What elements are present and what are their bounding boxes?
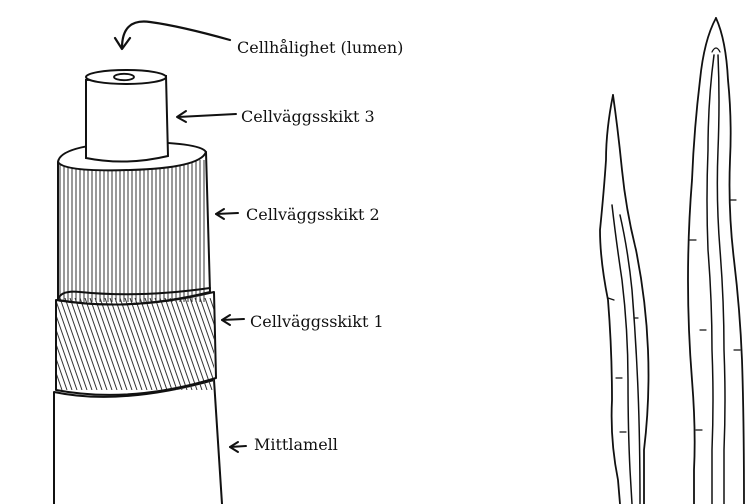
lumen-arrow bbox=[115, 22, 230, 49]
cell-wall-cylinder bbox=[20, 70, 272, 504]
layer-3-arrow bbox=[177, 111, 236, 122]
layer-1-arrow bbox=[222, 315, 244, 325]
labels: Cellhålighet (lumen) Cellväggsskikt 3 Ce… bbox=[237, 38, 403, 454]
cell-wall-layer-2-shape bbox=[58, 152, 210, 305]
cell-wall-layer-3-shape bbox=[86, 70, 168, 162]
label-layer-3: Cellväggsskikt 3 bbox=[241, 107, 375, 126]
layer-2-arrow bbox=[216, 209, 238, 219]
lumen-hole bbox=[114, 74, 134, 80]
fiber-sketch-left bbox=[600, 95, 649, 504]
cell-wall-layer-1-shape bbox=[20, 292, 272, 395]
label-lumen: Cellhålighet (lumen) bbox=[237, 38, 403, 57]
label-layer-1: Cellväggsskikt 1 bbox=[250, 312, 384, 331]
middle-lamella-shape bbox=[54, 380, 222, 504]
label-middle-lamella: Mittlamell bbox=[254, 435, 338, 454]
fiber-sketch-right bbox=[688, 18, 744, 504]
middle-lamella-arrow bbox=[230, 442, 246, 452]
label-layer-2: Cellväggsskikt 2 bbox=[246, 205, 380, 224]
